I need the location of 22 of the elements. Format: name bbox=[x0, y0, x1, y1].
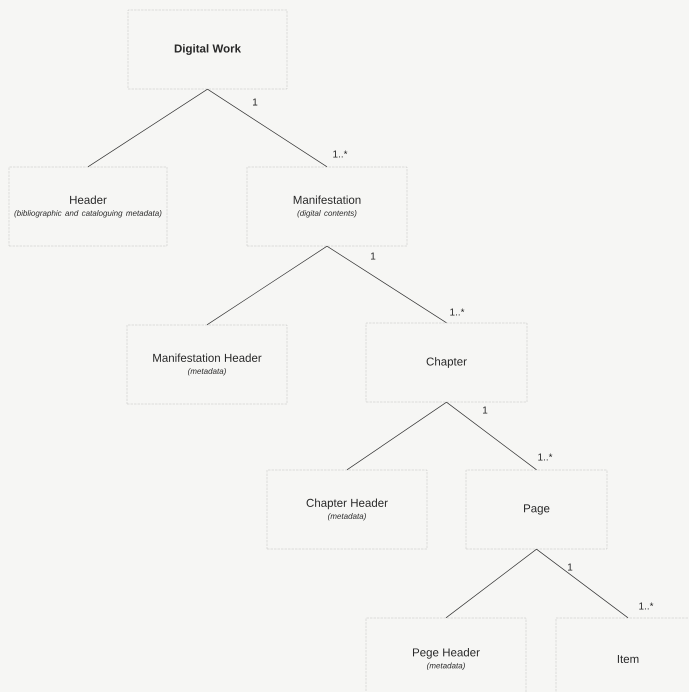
connector-line bbox=[326, 246, 447, 324]
connector-line bbox=[206, 246, 328, 326]
multiplicity-label: 1..* bbox=[538, 454, 552, 460]
box: Page bbox=[466, 470, 608, 550]
connector-line bbox=[446, 402, 537, 470]
multiplicity-label: 1..* bbox=[333, 150, 348, 158]
multiplicity-label: 1..* bbox=[450, 308, 464, 316]
box: Item bbox=[556, 618, 689, 692]
connector-line bbox=[346, 402, 447, 470]
multiplicity-label: 1 bbox=[568, 564, 572, 570]
box: Header (bibliographic and cataloguing metadata) bbox=[8, 166, 168, 246]
box: Manifestation (digital contents) bbox=[246, 166, 408, 246]
box: Pege Header (metadata) bbox=[366, 618, 526, 692]
connector-line bbox=[88, 88, 208, 168]
box: Chapter bbox=[366, 322, 528, 402]
box: Digital Work bbox=[128, 10, 288, 90]
multiplicity-label: 1 bbox=[253, 98, 258, 106]
connector-line bbox=[536, 548, 628, 618]
box: Manifestation Header (metadata) bbox=[126, 324, 288, 404]
box: Chapter Header (metadata) bbox=[266, 470, 428, 550]
connector-line bbox=[446, 548, 537, 618]
connector-line bbox=[207, 88, 328, 168]
